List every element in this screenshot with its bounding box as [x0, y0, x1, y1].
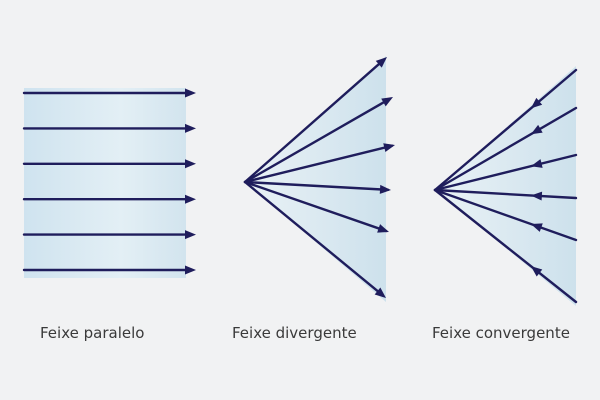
convergent-beam-label: Feixe convergente	[432, 324, 570, 342]
parallel-ray-arrowhead	[185, 88, 196, 98]
convergent-ray-arrowhead	[530, 124, 543, 135]
divergent-ray-arrowhead	[377, 224, 389, 233]
convergent-ray	[433, 188, 578, 242]
convergent-ray-arrowhead	[530, 159, 543, 168]
parallel-ray-arrowhead	[185, 265, 196, 275]
divergent-ray	[243, 180, 385, 297]
parallel-ray-arrowhead	[185, 123, 196, 133]
convergent-ray-arrowhead	[530, 266, 543, 277]
parallel-ray-arrowhead	[185, 230, 196, 240]
divergent-ray-arrowhead	[379, 184, 391, 194]
convergent-beam-fill	[435, 66, 576, 306]
parallel-rays	[22, 88, 196, 275]
parallel-ray-arrowhead	[185, 194, 196, 204]
parallel-beam-fill	[24, 88, 186, 278]
convergent-ray-arrowhead	[530, 191, 543, 201]
convergent-ray	[433, 106, 578, 192]
divergent-ray-arrowhead	[383, 143, 395, 153]
divergent-beam-diagram	[243, 56, 395, 302]
divergent-beam-label: Feixe divergente	[232, 324, 357, 342]
parallel-beam-label: Feixe paralelo	[40, 324, 145, 342]
convergent-ray	[433, 188, 578, 304]
convergent-ray	[433, 68, 578, 192]
divergent-ray	[243, 97, 392, 184]
convergent-beam-diagram	[433, 66, 578, 306]
convergent-ray-arrowhead	[530, 223, 543, 232]
divergent-ray	[243, 180, 388, 233]
divergent-ray-arrowhead	[375, 57, 387, 68]
parallel-ray-arrowhead	[185, 159, 196, 169]
divergent-beam-fill	[245, 56, 386, 302]
convergent-ray	[433, 188, 578, 200]
divergent-ray-arrowhead	[381, 97, 393, 107]
divergent-ray	[243, 58, 386, 184]
divergent-ray	[243, 144, 394, 184]
divergent-ray	[243, 180, 390, 192]
parallel-beam-diagram	[22, 88, 196, 278]
convergent-ray-arrowhead	[530, 97, 543, 109]
convergent-ray	[433, 153, 578, 192]
convergent-rays	[433, 68, 578, 304]
divergent-rays	[243, 57, 395, 298]
divergent-ray-arrowhead	[374, 287, 386, 298]
